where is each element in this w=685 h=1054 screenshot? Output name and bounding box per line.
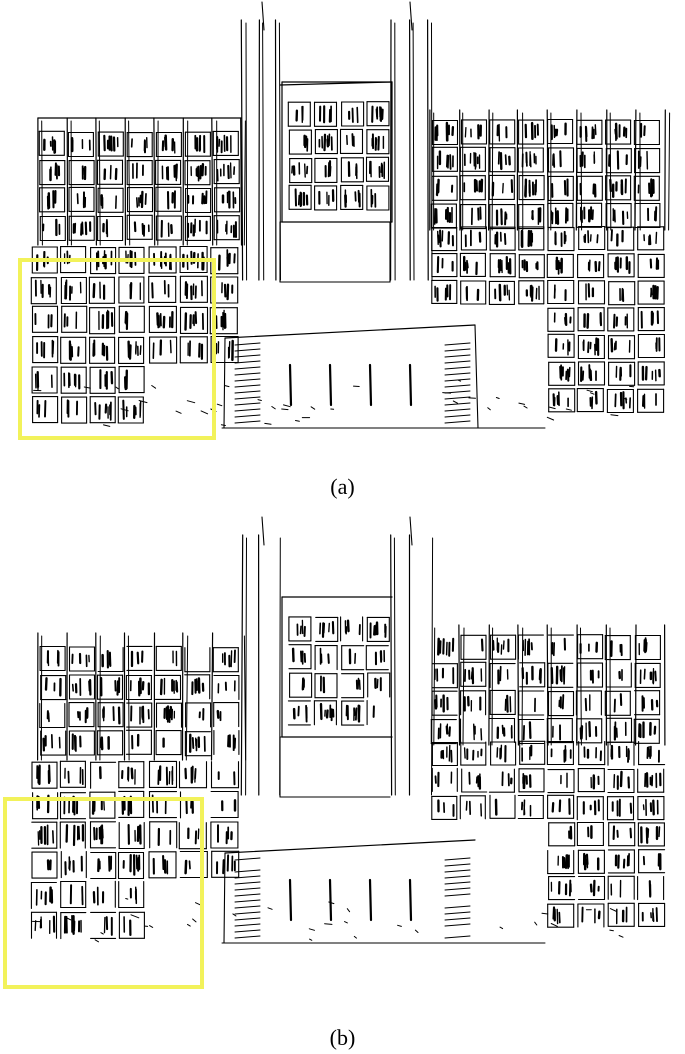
edge-map-b <box>3 516 666 989</box>
panel-a: (a) <box>0 0 685 500</box>
panel-a-caption: (a) <box>330 474 355 499</box>
panel-b-caption: (b) <box>329 1025 356 1050</box>
highlight-box-b <box>3 797 204 989</box>
panel-b: (b) <box>0 515 685 1054</box>
highlight-box-a <box>18 258 216 440</box>
edge-map-a <box>18 1 671 440</box>
